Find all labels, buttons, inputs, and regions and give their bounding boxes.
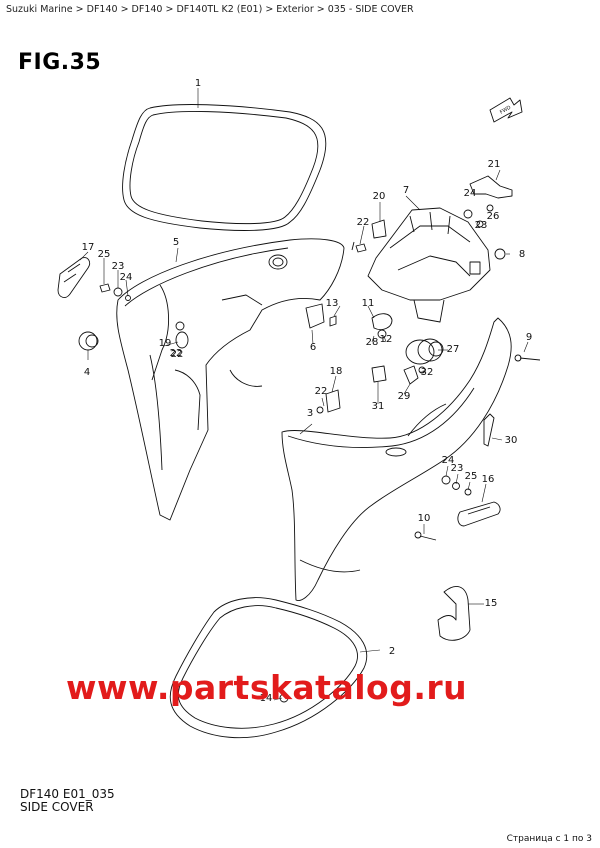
callout-2[interactable]: 2 (388, 646, 396, 657)
callout-5[interactable]: 5 (172, 237, 180, 248)
callout-17[interactable]: 17 (81, 242, 95, 253)
callout-30[interactable]: 30 (504, 435, 518, 446)
latch-part (469, 175, 513, 199)
callout-22-left[interactable]: 22 (169, 348, 183, 359)
callout-32[interactable]: 32 (420, 367, 434, 378)
callout-11[interactable]: 11 (361, 298, 375, 309)
callout-31[interactable]: 31 (371, 401, 385, 412)
callout-6[interactable]: 6 (309, 342, 317, 353)
callout-20[interactable]: 20 (372, 191, 386, 202)
model-code: DF140 E01_035 (20, 787, 115, 801)
page-indicator: Страница с 1 по 3 (506, 834, 592, 844)
top-seal-ring-part (122, 104, 327, 231)
callout-27[interactable]: 27 (446, 344, 460, 355)
callout-1[interactable]: 1 (194, 78, 202, 89)
callout-13[interactable]: 13 (325, 298, 339, 309)
bottom-seal-part (169, 597, 368, 739)
callout-22-side: 22 (170, 349, 184, 360)
fwd-arrow-icon (489, 97, 523, 123)
callout-18[interactable]: 18 (329, 366, 343, 377)
callout-26[interactable]: 26 (486, 211, 500, 222)
callout-28[interactable]: 28 (365, 337, 379, 348)
callout-24-top[interactable]: 24 (463, 188, 477, 199)
callout-14[interactable]: 14 (259, 693, 273, 704)
left-side-cover-part (116, 238, 345, 521)
figure-title: FIG.35 (18, 50, 102, 75)
callout-15[interactable]: 15 (484, 598, 498, 609)
breadcrumb[interactable]: Suzuki Marine > DF140 > DF140 > DF140TL … (6, 4, 414, 15)
watermark: www.partskatalog.ru (66, 668, 468, 707)
lever-part (57, 257, 91, 298)
callout-9[interactable]: 9 (525, 332, 533, 343)
callout-16[interactable]: 16 (481, 474, 495, 485)
callout-24-right[interactable]: 24 (441, 455, 455, 466)
callout-8[interactable]: 8 (518, 249, 526, 260)
leader-lines (79, 88, 529, 701)
callout-25-right[interactable]: 25 (464, 471, 478, 482)
callout-19[interactable]: 19 (158, 338, 172, 349)
callout-23-right[interactable]: 23 (450, 463, 464, 474)
callout-29[interactable]: 29 (397, 391, 411, 402)
callout-12[interactable]: 12 (379, 334, 393, 345)
callout-22-mid[interactable]: 22 (314, 386, 328, 397)
handle-part (457, 501, 501, 527)
callout-23-top[interactable]: 23 (474, 220, 488, 231)
callout-4[interactable]: 4 (83, 367, 91, 378)
section-name: SIDE COVER (20, 800, 94, 814)
callout-22-top[interactable]: 22 (356, 217, 370, 228)
callout-23-left[interactable]: 23 (111, 261, 125, 272)
callout-21[interactable]: 21 (487, 159, 501, 170)
right-side-cover-part (281, 317, 512, 601)
side-grommet-part (78, 331, 99, 351)
callout-24-left[interactable]: 24 (119, 272, 133, 283)
callout-7[interactable]: 7 (402, 185, 410, 196)
clip-bracket-part (437, 586, 471, 641)
callout-25-left[interactable]: 25 (97, 249, 111, 260)
bracket-assembly-part (367, 207, 491, 323)
grommet-part (405, 338, 444, 365)
callout-3[interactable]: 3 (306, 408, 314, 419)
callout-10[interactable]: 10 (417, 513, 431, 524)
fwd-label: FWD (499, 105, 512, 116)
